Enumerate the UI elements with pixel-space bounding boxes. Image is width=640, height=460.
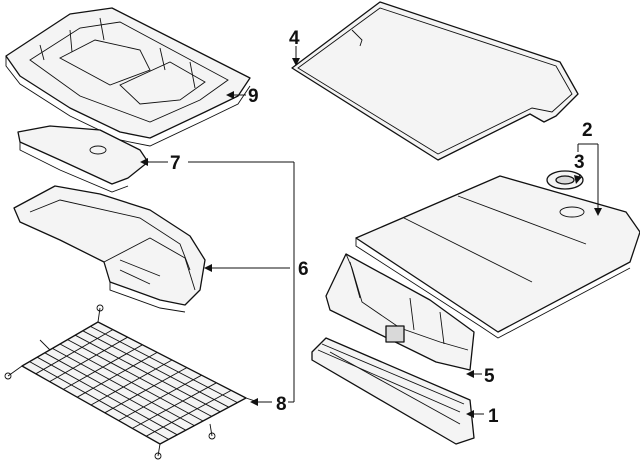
- callout-8: 8: [276, 394, 287, 415]
- net-mesh-line: [104, 367, 188, 414]
- net-mesh-line: [132, 382, 217, 429]
- callout-2: 2: [582, 120, 593, 141]
- part-9-trunk-floor-tub[interactable]: [5, 7, 251, 147]
- net-mesh-line: [90, 326, 238, 403]
- callout-3: 3: [574, 152, 585, 173]
- net-mesh-line: [74, 334, 221, 413]
- part-3-grommet[interactable]: [546, 170, 584, 190]
- net-mesh-line: [82, 330, 230, 408]
- part-4-trunk-mat[interactable]: [291, 1, 579, 161]
- callout-6: 6: [298, 259, 309, 280]
- net-mesh-line: [90, 359, 173, 406]
- callout-9: 9: [248, 86, 259, 107]
- callout-7: 7: [170, 153, 181, 174]
- callout-5: 5: [484, 366, 495, 387]
- net-mesh-line: [145, 390, 232, 437]
- callout-1: 1: [488, 406, 499, 427]
- part-5-rear-panel[interactable]: [325, 253, 475, 371]
- callout-4: 4: [289, 28, 300, 49]
- net-mesh-line: [118, 374, 202, 421]
- part-7-trim-panel[interactable]: [17, 125, 149, 193]
- part-6-storage-tray[interactable]: [13, 185, 206, 313]
- part-2-cargo-floor-cover[interactable]: [355, 175, 640, 339]
- net-mesh-line: [67, 339, 212, 417]
- leader-lines: [140, 46, 602, 418]
- part-8-cargo-net[interactable]: [4, 304, 259, 460]
- part-1-sill-plate[interactable]: [311, 337, 475, 445]
